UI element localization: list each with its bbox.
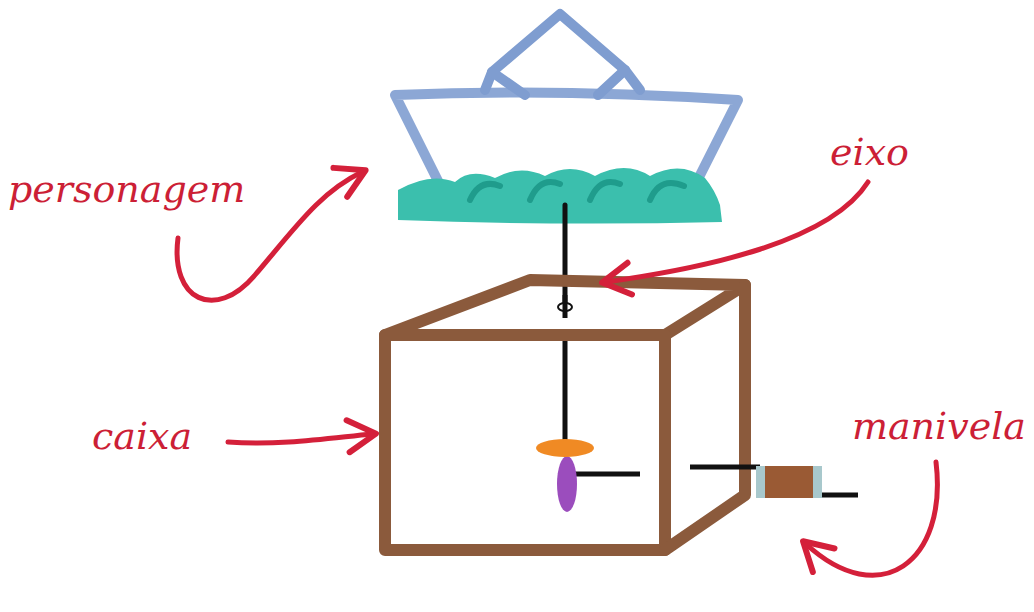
- callout-label: caixa: [92, 416, 192, 458]
- boat-figure: [395, 14, 738, 195]
- callout-label: eixo: [830, 132, 909, 174]
- callout-label: personagem: [8, 169, 245, 211]
- box: [385, 280, 745, 550]
- leader-arrow: [806, 462, 937, 575]
- axle: [563, 205, 568, 442]
- leader-arrow: [606, 182, 868, 282]
- crank-handle: [756, 466, 822, 498]
- waves: [398, 168, 722, 224]
- crank-shaft-inner: [575, 472, 640, 477]
- cam-follower: [557, 456, 577, 512]
- wave-curls: [470, 182, 684, 200]
- crank-shaft-end: [822, 493, 858, 498]
- axle-top: [563, 295, 568, 318]
- cam-disc: [536, 439, 594, 457]
- leader-arrow: [228, 434, 372, 443]
- callout-label: manivela: [852, 406, 1026, 448]
- crank-shaft: [690, 465, 760, 470]
